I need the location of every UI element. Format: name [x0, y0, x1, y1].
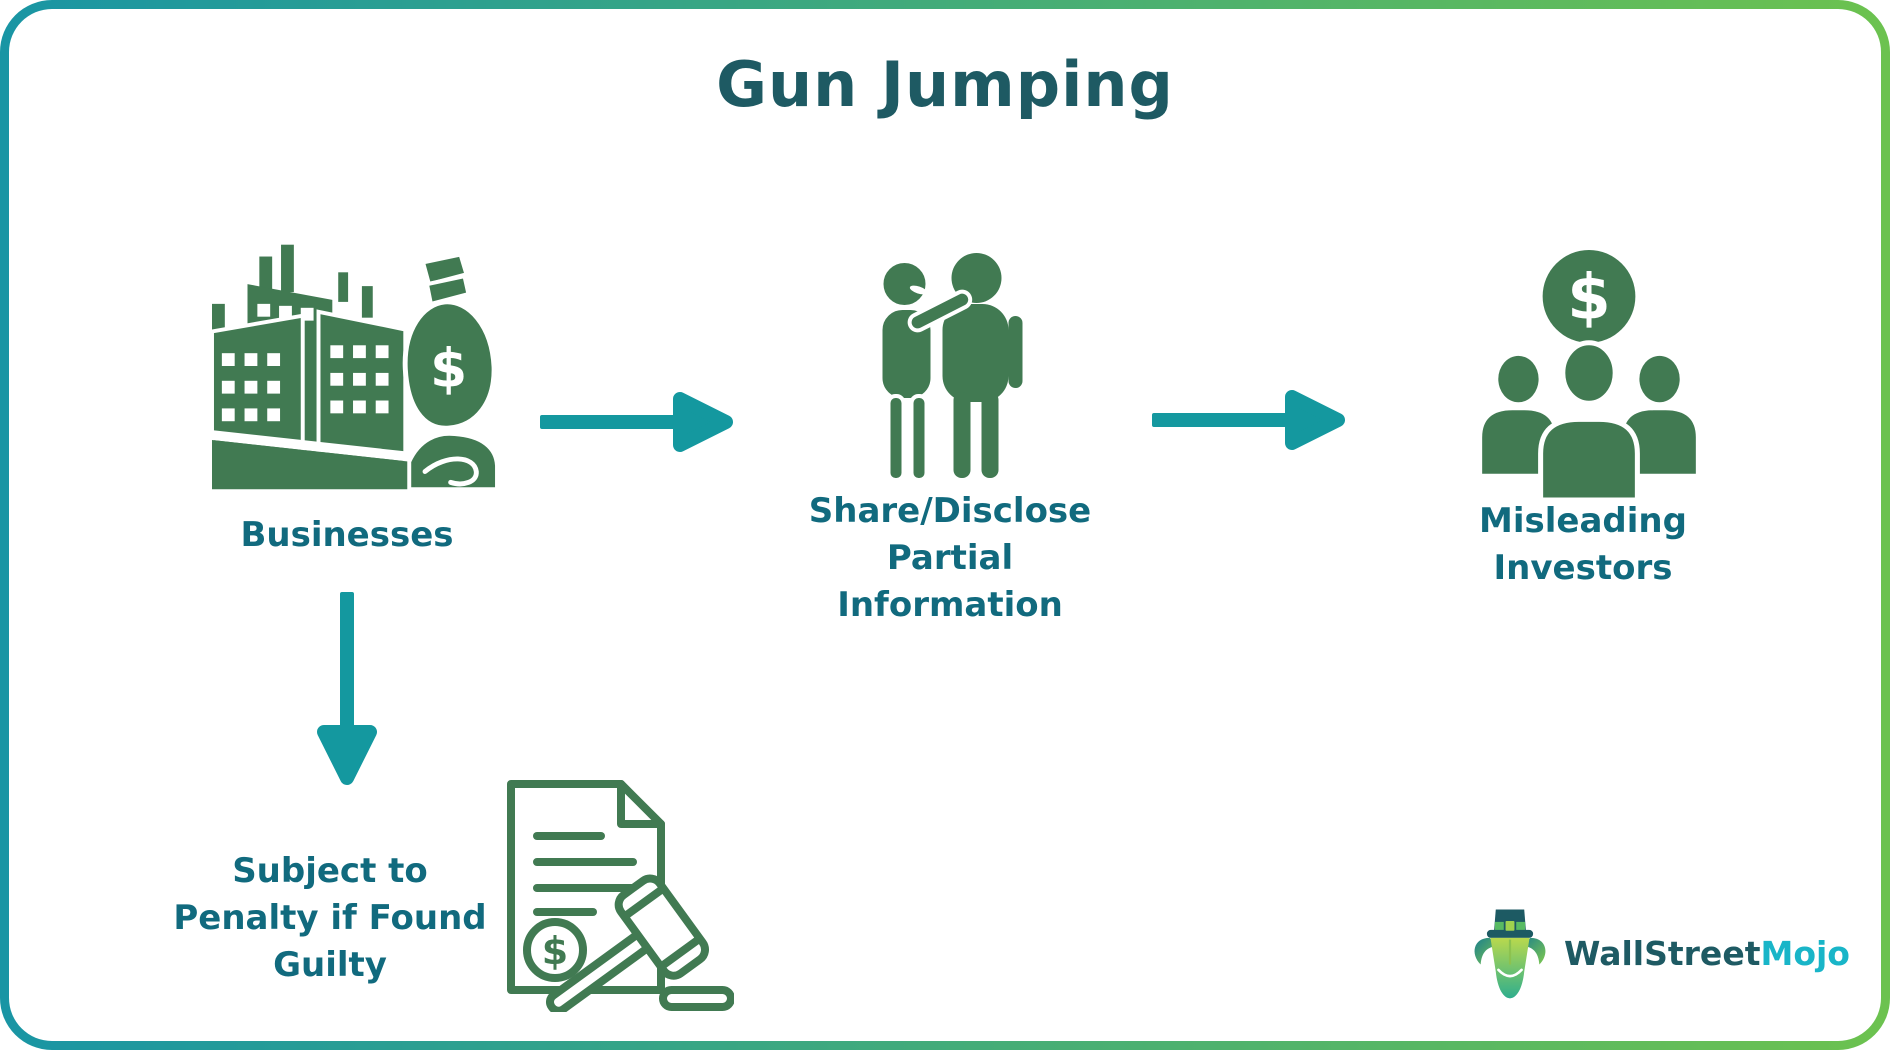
penalty-line-3: Guilty [273, 945, 387, 985]
page-title: Gun Jumping [716, 48, 1174, 121]
arrow-right-icon [540, 392, 733, 452]
wallstreetmojo-logo: WallStreetMojo [1470, 903, 1850, 1003]
money-bag-icon: $ [402, 252, 498, 492]
share-disclose-label: Share/Disclose Partial Information [780, 488, 1120, 629]
brand-text-primary: WallStreet [1564, 933, 1761, 973]
share-line-3: Information [837, 585, 1063, 625]
whisper-people-icon [878, 253, 1023, 480]
brand-text-secondary: Mojo [1760, 933, 1850, 973]
whisperer-person [878, 259, 973, 480]
buildings-money-bag-icon: $ [212, 244, 498, 492]
share-line-2: Partial [886, 538, 1014, 578]
arrow-down-icon [317, 592, 377, 785]
businesses-label: Businesses [240, 515, 454, 555]
penalty-line-2: Penalty if Found [173, 898, 487, 938]
document-gavel-icon: $ [507, 780, 734, 1012]
dollar-sign: $ [542, 929, 568, 973]
investors-dollar-icon: $ [1482, 250, 1696, 500]
arrow-right-icon [1152, 390, 1345, 450]
dollar-sign: $ [1567, 261, 1610, 334]
brand-text: WallStreetMojo [1564, 934, 1850, 973]
share-line-1: Share/Disclose [808, 491, 1092, 531]
listener-person [942, 253, 1023, 478]
penalty-label: Subject to Penalty if Found Guilty [160, 848, 500, 989]
bull-mascot-icon [1474, 909, 1546, 999]
misleading-line-2: Investors [1493, 548, 1673, 588]
misleading-line-1: Misleading [1479, 501, 1687, 541]
investor-group [1482, 340, 1696, 500]
gavel-icon [545, 874, 734, 1012]
penalty-line-1: Subject to [232, 851, 428, 891]
dollar-sign: $ [430, 338, 467, 400]
dollar-coin: $ [1542, 250, 1636, 343]
misleading-investors-label: Misleading Investors [1428, 498, 1738, 592]
buildings-group [212, 244, 449, 490]
